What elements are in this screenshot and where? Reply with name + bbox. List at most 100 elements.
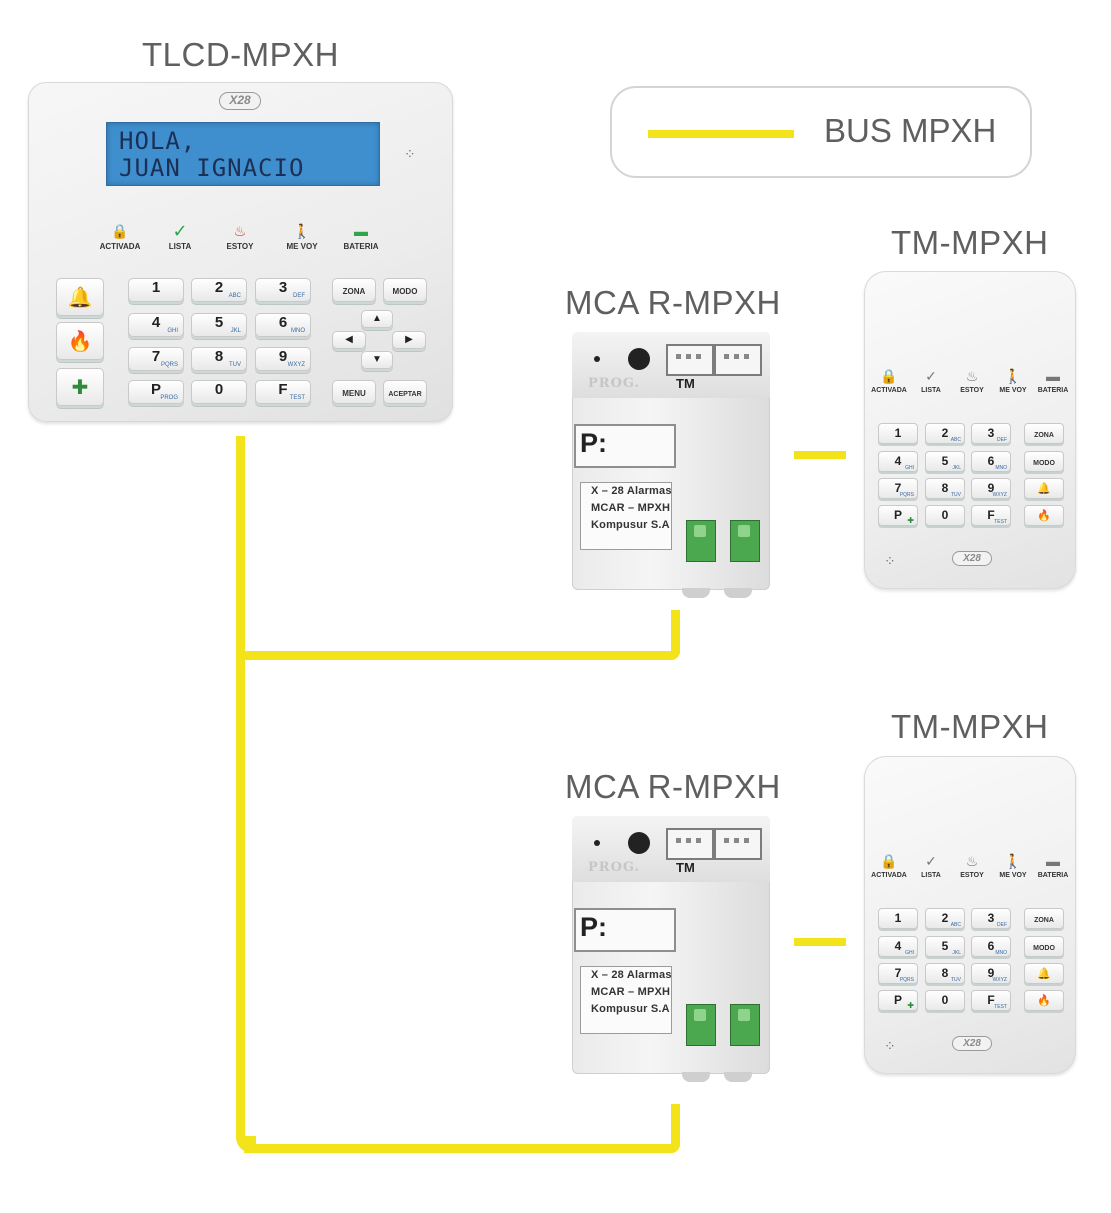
bell-icon: 🔔 — [1037, 968, 1051, 980]
speaker-icon: ⁘ — [404, 146, 416, 162]
tm-title-2: TM-MPXH — [891, 708, 1049, 745]
key-0[interactable]: 0 — [191, 380, 247, 404]
battery-icon: ▬ — [1046, 853, 1060, 869]
fire-icon: 🔥 — [1037, 510, 1051, 522]
modo-button[interactable]: MODO — [383, 278, 427, 302]
key-1[interactable]: 1 — [878, 908, 918, 929]
key-p[interactable]: P✚ — [878, 505, 918, 526]
arrow-left-button[interactable]: ◀ — [332, 331, 366, 349]
zona-button[interactable]: ZONA — [1024, 423, 1064, 444]
panic-bell-button[interactable]: 🔔 — [56, 278, 104, 316]
plus-icon: ✚ — [907, 516, 914, 525]
menu-button[interactable]: MENU — [332, 380, 376, 404]
arrow-down-button[interactable]: ▼ — [361, 351, 393, 369]
lock-icon: 🔒 — [880, 368, 898, 384]
indicator-lista: ✓LISTA — [910, 852, 952, 879]
key-0[interactable]: 0 — [925, 990, 965, 1011]
bell-icon: 🔔 — [67, 287, 93, 309]
zona-button[interactable]: ZONA — [332, 278, 376, 302]
prog-button-hole[interactable] — [628, 348, 650, 370]
terminal-block-1 — [686, 520, 716, 562]
fire-button[interactable]: 🔥 — [1024, 990, 1064, 1011]
modo-button[interactable]: MODO — [1024, 451, 1064, 472]
tlcd-title: TLCD-MPXH — [142, 36, 340, 73]
arrow-up-button[interactable]: ▲ — [361, 310, 393, 328]
indicator-activada: 🔒 ACTIVADA — [90, 222, 150, 251]
tm-keypad-2: 🔒ACTIVADA ✓LISTA ♨ESTOY 🚶ME VOY ▬BATERIA… — [864, 756, 1076, 1074]
tm-connector — [666, 344, 714, 376]
terminal-block-2 — [730, 520, 760, 562]
indicator-bateria: ▬BATERIA — [1032, 852, 1074, 879]
check-icon: ✓ — [925, 368, 937, 384]
walking-person-icon: 🚶 — [1004, 368, 1022, 384]
terminal-block-1 — [686, 1004, 716, 1046]
p-label-box: P: — [574, 908, 676, 952]
bus-wire-riser-1 — [671, 610, 680, 660]
legend-bus-line — [648, 130, 794, 138]
person-seated-icon: ♨ — [965, 368, 979, 384]
lcd-line-2: JUAN IGNACIO — [119, 154, 305, 182]
panic-bell-button[interactable]: 🔔 — [1024, 963, 1064, 984]
fire-button[interactable]: 🔥 — [1024, 505, 1064, 526]
indicator-me-voy: 🚶 ME VOY — [272, 222, 332, 251]
bell-icon: 🔔 — [1037, 483, 1051, 495]
fire-icon: 🔥 — [67, 331, 93, 353]
aceptar-button[interactable]: ACEPTAR — [383, 380, 427, 404]
check-icon: ✓ — [172, 221, 188, 241]
tm-connector — [666, 828, 714, 860]
tlcd-keypad: X28 HOLA, JUAN IGNACIO ⁘ 🔒 ACTIVADA ✓ LI… — [28, 82, 453, 422]
indicator-bateria: ▬BATERIA — [1032, 367, 1074, 394]
key-1[interactable]: 1 — [128, 278, 184, 302]
key-0[interactable]: 0 — [925, 505, 965, 526]
fire-button[interactable]: 🔥 — [56, 322, 104, 360]
mca-module-2: PROG. TM P: X – 28 Alarmas MCAR – MPXH K… — [572, 816, 770, 1082]
tm-title-1: TM-MPXH — [891, 224, 1049, 261]
arrow-left-icon: ◀ — [345, 334, 353, 345]
arrow-right-button[interactable]: ▶ — [392, 331, 426, 349]
speaker-icon: ⁘ — [884, 553, 896, 569]
prog-button-hole[interactable] — [628, 832, 650, 854]
person-seated-icon: ♨ — [233, 223, 247, 239]
panic-bell-button[interactable]: 🔔 — [1024, 478, 1064, 499]
battery-icon: ▬ — [354, 223, 368, 239]
key-p[interactable]: P✚ — [878, 990, 918, 1011]
x28-logo: X28 — [952, 551, 992, 566]
key-1[interactable]: 1 — [878, 423, 918, 444]
indicator-activada: 🔒ACTIVADA — [868, 367, 910, 394]
modo-button[interactable]: MODO — [1024, 936, 1064, 957]
plus-icon: ✚ — [71, 377, 89, 399]
product-sticker: X – 28 Alarmas MCAR – MPXH Kompusur S.A — [580, 966, 672, 1034]
indicator-estoy: ♨ ESTOY — [210, 222, 270, 251]
person-seated-icon: ♨ — [965, 853, 979, 869]
zona-button[interactable]: ZONA — [1024, 908, 1064, 929]
medical-button[interactable]: ✚ — [56, 368, 104, 406]
